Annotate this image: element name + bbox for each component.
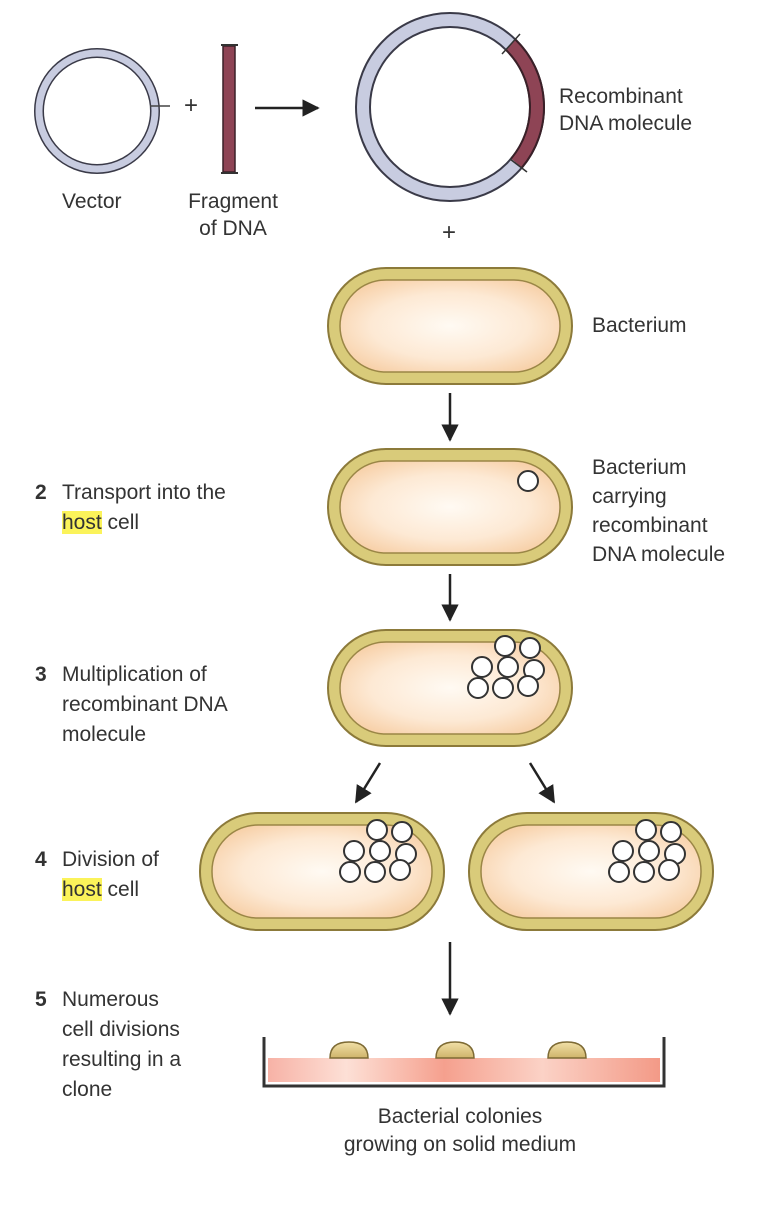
step-text-line: Numerous [62,985,181,1015]
plasmid-copy [343,840,365,862]
plus-sign: + [184,92,199,119]
arrow-down-right [528,762,556,804]
plasmid-cluster [467,635,545,699]
daughter-cell-left [199,812,445,931]
step-text-segment: cell divisions [62,1018,180,1041]
bacterium-carrying-label-line: DNA molecule [592,543,726,566]
plasmid-copy [391,821,413,843]
vector-label: Vector [62,190,122,213]
colonies-caption: Bacterial colonies growing on solid medi… [290,1103,630,1159]
step-text-segment: Numerous [62,988,159,1011]
bacterium-carrying-label-line: carrying [592,485,667,508]
colonies-caption-line: Bacterial colonies [377,1105,543,1128]
plasmid-copy [635,819,657,841]
step-text: Multiplication of recombinant DNA molecule [62,660,228,750]
bacterium-with-plasmid [327,448,573,566]
plasmid-copy [389,859,411,881]
step-text-line: Transport into the [62,478,226,508]
plus-sign: + [442,219,457,246]
plasmid-copy [658,859,680,881]
fragment-label-line: Fragment [188,190,278,213]
plasmid-copy [608,861,630,883]
step-text-segment: resulting in a [62,1048,182,1071]
bacterial-colony [435,1041,475,1059]
highlighted-word: host [62,511,102,534]
step-text: Division of host cell [62,845,159,905]
plasmid-copy [339,861,361,883]
dna-fragment [221,44,238,174]
step-number: 3 [35,663,47,686]
bacterium-multiplied-plasmids [327,629,573,747]
step-number: 5 [35,988,47,1011]
bacterium-carrying-label-line: recombinant [592,514,708,537]
step-text-segment: Division of [62,848,159,871]
step-text: Numerous cell divisions resulting in a clon… [62,985,181,1105]
step-text-segment: cell [101,511,140,534]
step-text-line: Division of [62,845,159,875]
plasmid-copy [612,840,634,862]
bacterium-carrying-label: Bacterium carrying recombinant DNA molec… [592,453,725,569]
plasmid-copy [366,819,388,841]
recombinant-label-line: Recombinant [559,85,683,108]
step-text-line: molecule [62,720,228,750]
plasmid-copy [517,675,539,697]
step-text-segment: cell [101,878,140,901]
plasmid-copy [364,861,386,883]
plasmid-copy [467,677,489,699]
plasmid-copy [471,656,493,678]
step-text-segment: Transport into the [62,481,226,504]
plasmid-copy [660,821,682,843]
step-text-line: cell divisions [62,1015,181,1045]
step-number: 2 [35,481,47,504]
plasmid-copy [494,635,516,657]
recombinant-dna-molecule [355,12,545,202]
plasmid-copy [519,637,541,659]
bacterial-colony [329,1041,369,1059]
bacterium-carrying-label-line: Bacterium [592,456,687,479]
step-text-segment: clone [62,1078,113,1101]
step-text-line: resulting in a [62,1045,181,1075]
plasmid-copy [633,861,655,883]
plasmid-copy [492,677,514,699]
recombinant-label-line: DNA molecule [559,112,693,135]
plasmid-cluster [608,819,686,883]
step-text-line: host cell [62,875,159,905]
bacterial-colony [547,1041,587,1059]
step-number: 4 [35,848,47,871]
bacterium-cell [327,267,573,385]
recombinant-label: Recombinant DNA molecule [559,83,692,137]
step-text-line: Multiplication of [62,660,228,690]
bacterium-label: Bacterium [592,314,687,337]
vector-plasmid [34,48,170,174]
highlighted-word: host [62,878,102,901]
step-text-segment: molecule [62,723,147,746]
arrow-down-left [354,762,382,804]
step-text-segment: recombinant DNA [62,693,228,716]
petri-dish [262,1037,666,1088]
step-text-line: clone [62,1075,181,1105]
fragment-label-line: of DNA [199,217,267,240]
plasmid-copy [638,840,660,862]
step-text-segment: Multiplication of [62,663,207,686]
step-text: Transport into the host cell [62,478,226,538]
plasmid-copy [369,840,391,862]
step-text-line: recombinant DNA [62,690,228,720]
daughter-cell-right [468,812,714,931]
colonies-caption-line: growing on solid medium [343,1133,577,1156]
step-text-line: host cell [62,508,226,538]
plasmid-cluster [339,819,417,883]
plasmid-copy [497,656,519,678]
fragment-label: Fragment of DNA [168,188,298,242]
